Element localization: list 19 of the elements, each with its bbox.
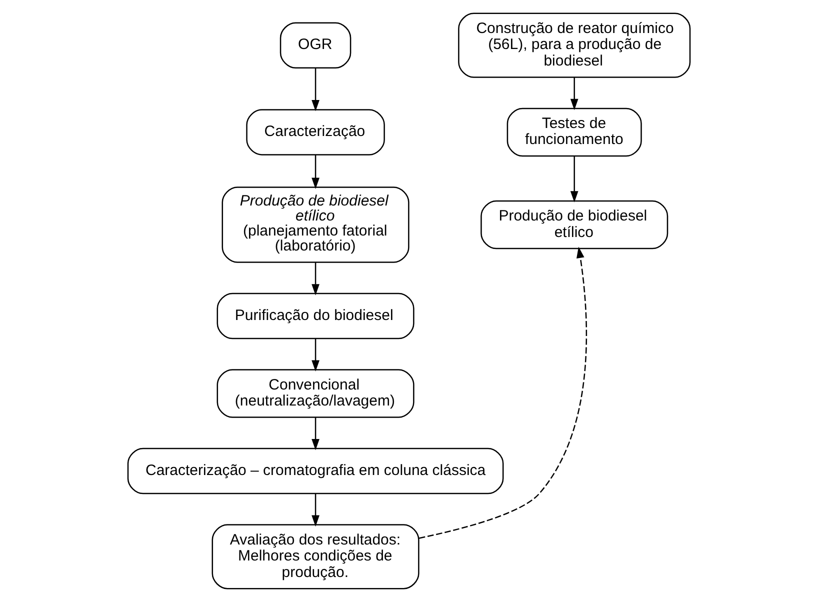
arrow — [311, 68, 319, 112]
arrow — [311, 494, 319, 527]
arrow — [311, 338, 319, 372]
node-box: Convencional (neutralização/lavagem) — [216, 369, 414, 418]
node-box: Construção de reator químico (56L), para a produção de biodiesel — [458, 12, 690, 78]
arrow — [570, 78, 578, 110]
arrow — [418, 246, 587, 539]
arrow — [311, 417, 319, 450]
node-box: Testes de funcionamento — [506, 108, 642, 157]
node-box: OGR — [279, 22, 351, 68]
node-box: Avaliação dos resultados: Melhores condições de produção. — [211, 524, 419, 590]
node-box: Purificação do biodiesel — [216, 292, 414, 340]
arrow — [570, 156, 578, 202]
arrow — [311, 262, 319, 296]
node-box: Caracterização — [246, 109, 384, 156]
node-box: Produção de biodiesel etílico — [480, 200, 668, 250]
arrow — [311, 154, 319, 190]
node-box: Produção de biodiesel etílico (planejamento fatorial (laboratório) — [221, 186, 409, 263]
node-box: Caracterização – cromatografia em coluna clássica — [126, 448, 504, 494]
